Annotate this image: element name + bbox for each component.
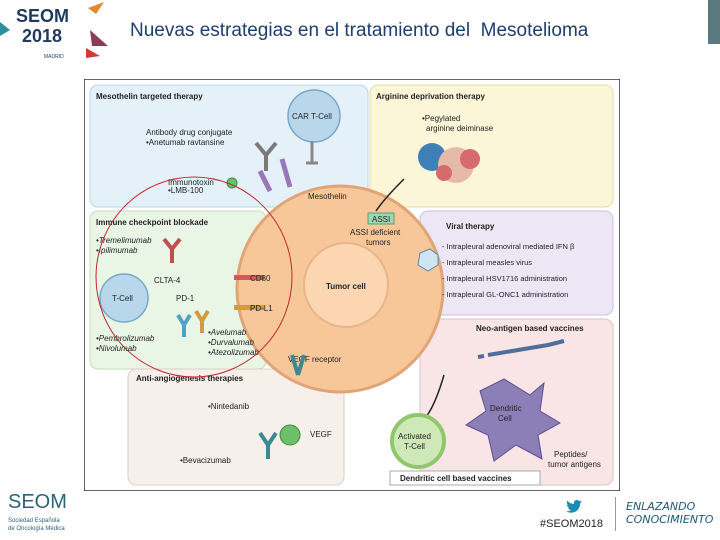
corner-accent-bar — [708, 0, 720, 44]
cd80-label: CD80 — [250, 274, 271, 283]
mesothelioma-therapies-figure: Tumor cell ASSI ASSI deficient tumors CD… — [84, 79, 620, 491]
vegf-label: VEGF — [310, 430, 332, 439]
dendritic-cell — [464, 378, 562, 462]
arginine-enzyme-molecule — [418, 143, 480, 183]
annotation-circle — [95, 176, 293, 378]
dendritic-header: Dendritic cell based vaccines — [400, 474, 512, 483]
dendritic-cell-line1: Dendritic — [490, 404, 522, 413]
pd1-label: PD-1 — [176, 294, 195, 303]
peptides-line1: Peptides/ — [554, 450, 588, 459]
viral-item-1: - Intrapleural measles virus — [442, 258, 532, 267]
arginine-arrow — [375, 178, 405, 212]
bevacizumab-antibody — [258, 431, 278, 459]
syringe — [477, 339, 565, 359]
footer-separator — [615, 497, 616, 531]
checkpoint-drugs-c-line2: •Durvalumab — [208, 338, 254, 347]
angiogenesis-panel — [127, 368, 345, 486]
footer-brand-line1: ENLAZANDO — [626, 500, 696, 513]
checkpoint-drugs-b-line2: •Nivolumab — [96, 344, 137, 353]
peptides-line2: tumor antigens — [548, 460, 601, 469]
pdl1-receptor — [234, 305, 264, 310]
viral-item-0: - Intrapleural adenoviral mediated IFN β — [442, 242, 575, 251]
car-t-cell — [287, 89, 341, 143]
pdl1-label: PD-L1 — [250, 304, 273, 313]
logo-bottom-line2: de Oncología Médica — [8, 526, 65, 532]
logo-bottom-line1: Sociedad Española — [8, 518, 60, 524]
checkpoint-drugs-c-line3: •Atezolizumab — [208, 348, 259, 357]
dendritic-cell-line2: Cell — [498, 414, 512, 423]
logo-top-line2: 2018 — [22, 26, 62, 46]
twitter-icon — [566, 500, 582, 513]
seom-society-logo: SEOM Sociedad Española de Oncología Médi… — [8, 491, 67, 532]
tumor-nucleus — [303, 242, 389, 328]
viral-item-2: - Intrapleural HSV1716 administration — [442, 274, 567, 283]
viral-header: Viral therapy — [446, 222, 495, 231]
activated-t-cell-line1: Activated — [398, 432, 431, 441]
activated-t-cell-line2: T-Cell — [404, 442, 425, 451]
neoantigen-header: Neo-antigen based vaccines — [476, 324, 584, 333]
cd80-receptor — [234, 275, 264, 280]
angiogenesis-header: Anti-angiogenesis therapies — [136, 374, 244, 383]
car-t-label: CAR T-Cell — [292, 112, 332, 121]
logo-bottom-name: SEOM — [8, 491, 67, 513]
ctla4-label: CLTA-4 — [154, 276, 181, 285]
tumor-cell-label: Tumor cell — [326, 282, 366, 291]
immunotoxin-line2: •LMB-100 — [168, 186, 204, 195]
car-receptor — [306, 141, 318, 165]
footer-hashtag: #SEOM2018 — [540, 518, 603, 530]
mesothelin-header: Mesothelin targeted therapy — [96, 92, 203, 101]
viral-item-3: - Intrapleural GL-ONC1 administration — [442, 290, 568, 299]
footer-brand: ENLAZANDO CONOCIMIENTO — [626, 500, 713, 526]
adc-line2: •Anetumab ravtansine — [146, 138, 225, 147]
logo-top-city: MADRID — [44, 54, 64, 60]
adc-line1: Antibody drug conjugate — [146, 128, 233, 137]
assi-line1: ASSI deficient — [350, 228, 401, 237]
vegf-receptor-label: VEGF receptor — [288, 355, 342, 364]
dendritic-footer — [389, 470, 541, 486]
ctla4-antibody — [162, 237, 182, 263]
activated-t-cell — [390, 413, 446, 469]
virus-particle — [417, 248, 439, 272]
mesothelin-receptors — [257, 158, 293, 193]
logo-top-line1: SEOM — [16, 6, 69, 26]
assi-box — [367, 212, 395, 225]
vegf-molecule — [279, 424, 301, 446]
angiogenesis-drug2: •Bevacizumab — [180, 456, 231, 465]
mesothelin-label: Mesothelin — [308, 192, 347, 201]
arginine-panel — [369, 84, 614, 208]
footer-brand-line2: CONOCIMIENTO — [626, 513, 714, 526]
seom-2018-logo: SEOM 2018 MADRID — [0, 2, 108, 60]
checkpoint-header: Immune checkpoint blockade — [96, 218, 209, 227]
arginine-drug-line1: •Pegylated — [422, 114, 460, 123]
arginine-header: Arginine deprivation therapy — [376, 92, 485, 101]
angiogenesis-drug1: •Nintedanib — [208, 402, 250, 411]
pdl1-antibody — [194, 309, 210, 333]
checkpoint-drugs-a-line1: •Tremelimumab — [96, 236, 152, 245]
vegf-receptor-shape — [290, 354, 306, 376]
pd1-antibody — [176, 313, 192, 337]
checkpoint-drugs-b-line1: •Pembrolizumab — [96, 334, 155, 343]
arginine-drug-line2: arginine deiminase — [426, 124, 494, 133]
assi-box-label: ASSI — [372, 215, 390, 224]
assi-line2: tumors — [366, 238, 390, 247]
checkpoint-drugs-c-line1: •Avelumab — [208, 328, 247, 337]
slide-title: Nuevas estrategias en el tratamiento del… — [130, 20, 589, 41]
immunotoxin-line1: Immunotoxin — [168, 178, 214, 187]
checkpoint-t-cell-label: T-Cell — [112, 294, 133, 303]
checkpoint-drugs-a-line2: •Ipilimumab — [96, 246, 138, 255]
checkpoint-t-cell — [99, 273, 149, 323]
adc-antibody — [254, 141, 278, 171]
